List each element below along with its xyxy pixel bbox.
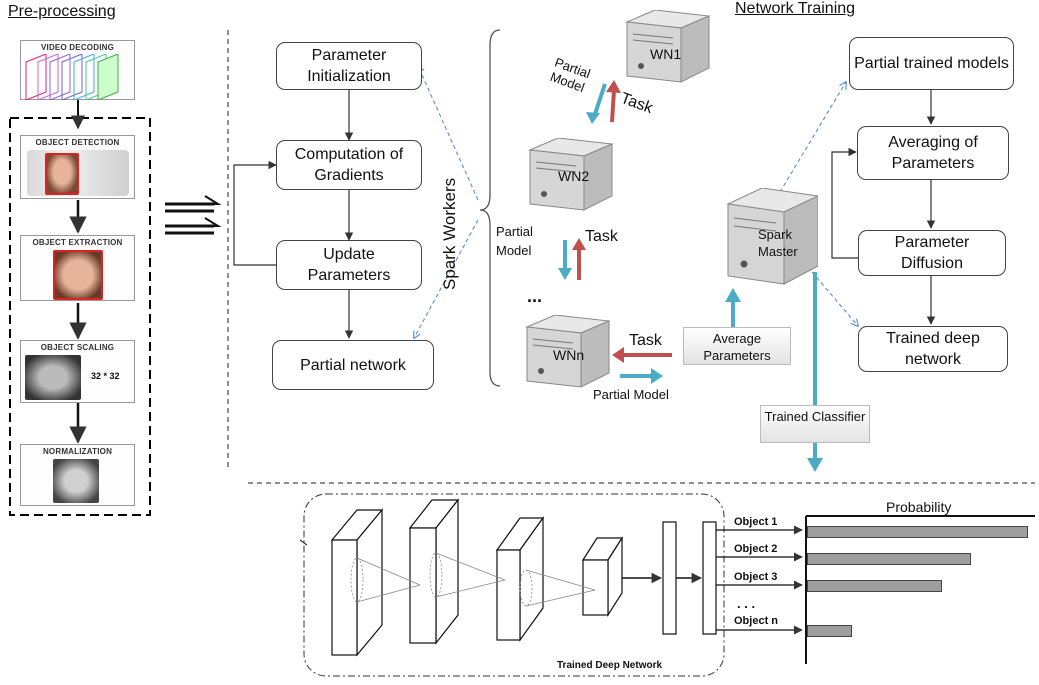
server-icon bbox=[525, 315, 611, 388]
cnn-layer-3 bbox=[495, 516, 545, 642]
network-caption: Trained Deep Network bbox=[557, 660, 663, 671]
face-scaling-icon bbox=[25, 355, 81, 400]
pp-step-normalization: NORMALIZATION bbox=[20, 444, 135, 506]
object-label: Object 3 bbox=[734, 571, 778, 583]
pp-step-object-scaling: OBJECT SCALING 32 * 32 bbox=[20, 340, 135, 403]
face-normalized-icon bbox=[53, 459, 99, 503]
box-partial-network: Partial network bbox=[272, 340, 434, 390]
pp-step-object-detection: OBJECT DETECTION bbox=[20, 135, 135, 199]
probability-bar-object-1 bbox=[807, 526, 1028, 538]
pp-step-label: OBJECT SCALING bbox=[40, 343, 115, 352]
wn2-model-label: Partial Model bbox=[496, 224, 533, 258]
spark-workers-brace bbox=[479, 29, 501, 387]
wn1-arrows bbox=[586, 80, 621, 124]
trained-classifier-label: Trained Classifier bbox=[760, 405, 870, 443]
wnn-model-label: Partial Model bbox=[593, 387, 669, 402]
spark-workers-label: Spark Workers bbox=[440, 177, 459, 290]
wnn-arrows bbox=[612, 347, 672, 384]
preprocessing-title: Pre-processing bbox=[8, 3, 116, 20]
object-label: Object n bbox=[734, 615, 779, 627]
face-detection-icon bbox=[27, 150, 129, 196]
probability-bar-object-3 bbox=[807, 580, 942, 592]
video-frames-icon bbox=[25, 54, 119, 100]
workers-ellipsis: ... bbox=[527, 286, 543, 306]
box-computation-of-gradients: Computation of Gradients bbox=[276, 140, 422, 190]
pp-step-object-extraction: OBJECT EXTRACTION bbox=[20, 235, 135, 301]
trained-network-frame bbox=[303, 493, 725, 677]
worker-name: WN2 bbox=[558, 168, 590, 184]
server-icon bbox=[528, 138, 614, 211]
pp-step-label: OBJECT DETECTION bbox=[35, 138, 120, 147]
box-averaging-of-parameters: Averaging of Parameters bbox=[857, 126, 1009, 180]
probability-bar-object-n bbox=[807, 625, 852, 637]
wn2-arrows bbox=[558, 238, 586, 280]
object-label: Object 2 bbox=[734, 543, 778, 555]
server-icon bbox=[625, 10, 711, 83]
probability-bar-object-2 bbox=[807, 553, 971, 565]
worker-name: WN1 bbox=[650, 46, 682, 62]
training-title: Network Training bbox=[735, 0, 856, 17]
pp-step-label: NORMALIZATION bbox=[42, 447, 113, 456]
fc-layer-1 bbox=[662, 521, 677, 635]
face-extraction-icon bbox=[53, 250, 103, 300]
pp-step-label: VIDEO DECODING bbox=[40, 43, 115, 52]
average-parameters-label: Average Parameters bbox=[683, 327, 791, 365]
wnn-task-label: Task bbox=[629, 332, 662, 349]
master-name: Spark Master bbox=[758, 227, 798, 259]
cnn-layer-1 bbox=[330, 508, 384, 657]
worker-name: WNn bbox=[553, 347, 585, 363]
box-parameter-initialization: Parameter Initialization bbox=[276, 42, 422, 90]
probability-title: Probability bbox=[886, 499, 952, 515]
box-parameter-diffusion: Parameter Diffusion bbox=[858, 230, 1006, 276]
box-update-parameters: Update Parameters bbox=[276, 240, 422, 290]
box-trained-deep-network: Trained deep network bbox=[858, 326, 1008, 372]
cnn-layer-2 bbox=[408, 498, 460, 645]
receptive-fields bbox=[350, 552, 596, 607]
scaling-size-label: 32 * 32 bbox=[91, 371, 120, 381]
pp-step-video-decoding: VIDEO DECODING bbox=[20, 40, 135, 100]
objects-ellipsis: . . . bbox=[737, 596, 756, 611]
cnn-layer-4 bbox=[581, 535, 624, 618]
pp-step-label: OBJECT EXTRACTION bbox=[32, 238, 123, 247]
box-partial-trained-models: Partial trained models bbox=[849, 37, 1014, 90]
server-icon bbox=[726, 188, 818, 285]
wn2-task-label: Task bbox=[585, 228, 618, 245]
fc-layer-2 bbox=[702, 521, 717, 635]
loop-arrow bbox=[233, 160, 277, 266]
object-label: Object 1 bbox=[734, 516, 778, 528]
double-arrow-icon bbox=[165, 195, 222, 235]
